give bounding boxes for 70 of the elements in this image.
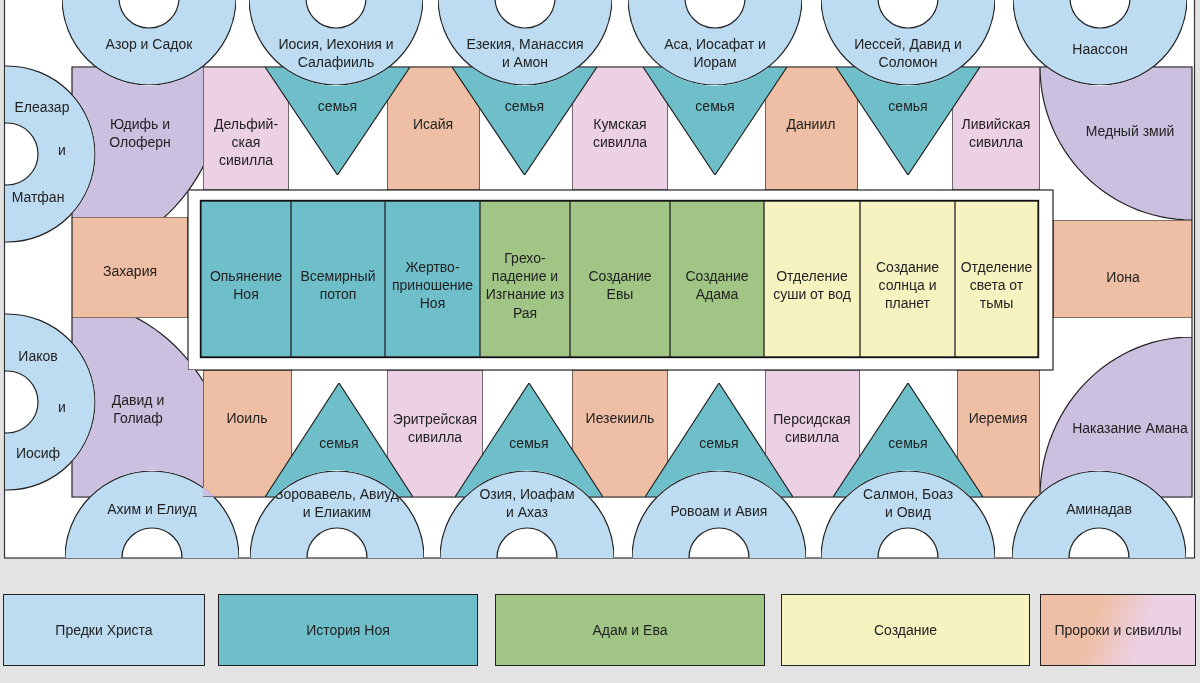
- node-label: Кумская сивилла: [591, 114, 649, 152]
- ceiling-panel: [572, 67, 668, 190]
- node-label: Езекия, Манассия и Амон: [465, 34, 585, 72]
- legend-label: Создание: [873, 622, 938, 638]
- legend-label: Адам и Ева: [592, 622, 668, 638]
- scene-panel: [570, 201, 670, 357]
- node-label: Иосиф: [14, 443, 62, 463]
- node-label: Создание Адама: [684, 266, 750, 304]
- node-label: Исайя: [411, 114, 455, 134]
- scene-panel: [670, 201, 764, 357]
- scene-panel: [860, 201, 955, 357]
- node-label: Елеазар: [13, 97, 71, 117]
- node-label: Аса, Иосафат и Иорам: [663, 34, 767, 72]
- node-label: Азор и Садок: [104, 34, 194, 54]
- node-label: и: [57, 140, 67, 160]
- ceiling-panel: [1053, 220, 1192, 318]
- node-label: Жертво-приношение Ноя: [390, 257, 475, 313]
- node-label: Иессей, Давид и Соломон: [853, 34, 963, 72]
- node-label: Наказание Амана: [1071, 418, 1189, 438]
- node-label: Грехо-падение и Изгнание из Рая: [485, 248, 565, 322]
- node-label: семья: [887, 433, 929, 453]
- node-label: и: [57, 397, 67, 417]
- node-label: Иоиль: [225, 408, 269, 428]
- node-label: Ровоам и Авия: [669, 501, 769, 521]
- scene-panel: [385, 201, 480, 357]
- scene-panel: [480, 201, 570, 357]
- node-label: Озия, Иоафам и Ахаз: [478, 484, 576, 522]
- node-label: семья: [887, 96, 929, 116]
- ceiling-panel: [203, 67, 289, 190]
- node-label: Персидская сивилла: [772, 409, 852, 447]
- node-label: Иаков: [17, 346, 59, 366]
- node-label: семья: [316, 96, 359, 116]
- node-label: Ахим и Елиуд: [106, 499, 198, 519]
- node-label: Юдифь и Олоферн: [108, 114, 172, 152]
- node-label: семья: [503, 96, 546, 116]
- legend-label: Предки Христа: [55, 622, 153, 638]
- node-label: Всемирный потоп: [299, 266, 377, 304]
- node-label: семья: [698, 433, 740, 453]
- node-label: Иосия, Иехония и Салафииль: [277, 34, 395, 72]
- node-label: Иона: [1105, 267, 1141, 287]
- scene-panel: [201, 201, 291, 357]
- node-label: семья: [318, 433, 360, 453]
- node-label: Эритрейская сивилла: [391, 409, 479, 447]
- node-label: Давид и Голиаф: [110, 390, 166, 428]
- node-label: Создание Евы: [587, 266, 653, 304]
- ceiling-panel: [72, 217, 188, 318]
- node-label: Наассон: [1071, 39, 1129, 59]
- scene-panel: [291, 201, 385, 357]
- legend-label: История Ноя: [306, 622, 390, 638]
- node-label: Даниил: [785, 114, 837, 134]
- node-label: Аминадав: [1065, 499, 1133, 519]
- legend-label: Пророки и сивиллы: [1054, 622, 1182, 638]
- node-label: Салмон, Боаз и Овид: [861, 484, 955, 522]
- ceiling-panel: [765, 67, 858, 190]
- node-label: Отделение суши от вод: [772, 266, 852, 304]
- scene-panel: [955, 201, 1038, 357]
- node-label: Ливийская сивилла: [960, 114, 1032, 152]
- node-label: Иезекииль: [584, 408, 656, 428]
- node-label: Медный змий: [1084, 121, 1176, 141]
- corner-panel: [1040, 67, 1192, 220]
- node-label: Отделение света от тьмы: [959, 257, 1034, 313]
- scene-panel: [764, 201, 860, 357]
- node-label: Матфан: [10, 187, 66, 207]
- node-label: Опьянение Ноя: [208, 266, 284, 304]
- node-label: Дельфий-ская сивилла: [212, 114, 280, 170]
- node-label: семья: [694, 96, 736, 116]
- node-label: Иеремия: [967, 408, 1029, 428]
- node-label: Создание солнца и планет: [874, 257, 941, 313]
- node-label: Захария: [101, 261, 159, 281]
- node-label: семья: [508, 433, 550, 453]
